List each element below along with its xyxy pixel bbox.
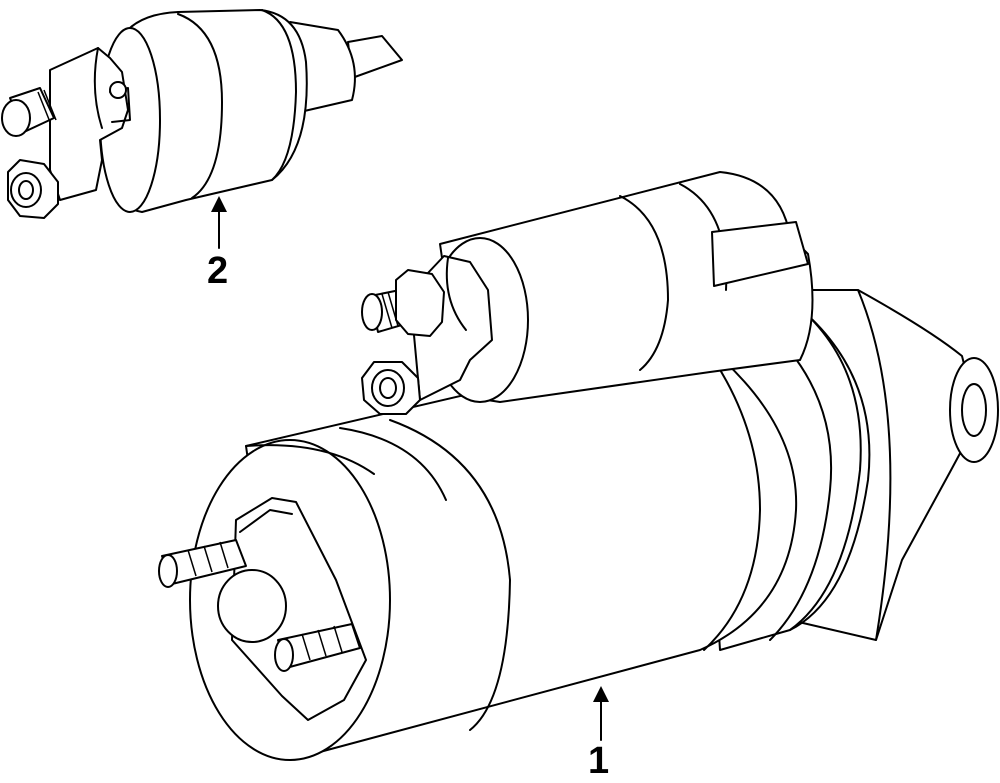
callout-arrow-2	[211, 196, 227, 249]
callout-arrow-1	[593, 686, 609, 741]
starter-solenoid-drawing	[1, 9, 403, 219]
starter-motor-drawing	[158, 171, 999, 761]
callout-number-1[interactable]: 1	[588, 740, 610, 782]
callout-number-2[interactable]: 2	[207, 250, 229, 292]
